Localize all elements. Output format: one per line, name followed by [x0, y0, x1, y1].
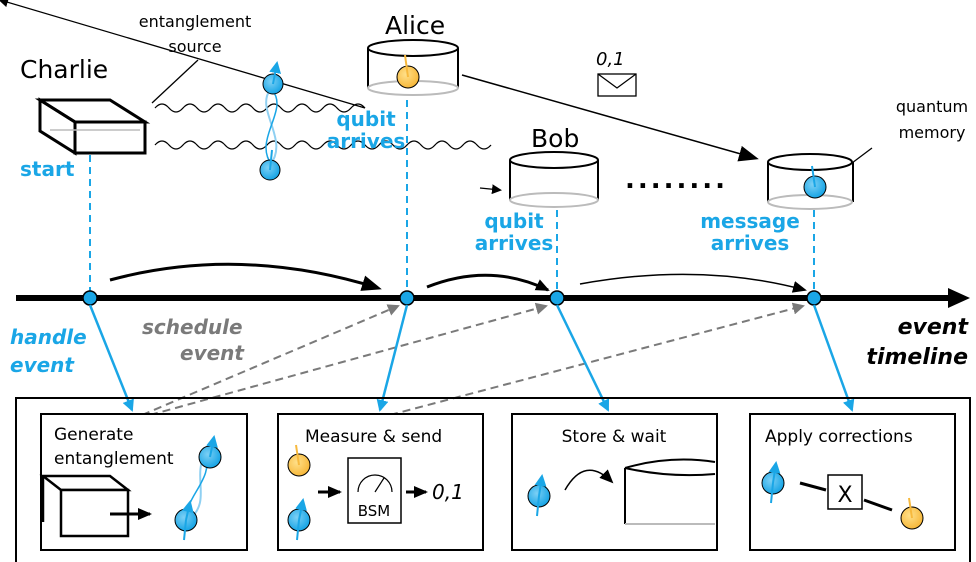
mini-source-box: [39, 474, 132, 538]
timeline-arrowhead: [948, 288, 970, 308]
photon-arrowhead-bob: [479, 184, 502, 195]
panel-store-title: Store & wait: [562, 427, 667, 447]
charlie-label: Charlie: [20, 55, 108, 84]
panel-generate-title-2: entanglement: [54, 449, 174, 469]
timeline-arc-2: [426, 273, 550, 292]
panel-measure-bits: 0,1: [432, 480, 464, 504]
schedule-event-label-2: event: [180, 341, 245, 365]
qubit-arrives-alice-1: qubit: [336, 107, 396, 131]
bob-label: Bob: [531, 124, 579, 153]
entanglement-source-pointer: [151, 59, 199, 104]
envelope-icon: [597, 73, 637, 97]
x-gate-icon: [827, 474, 863, 510]
message-arrives-2: arrives: [711, 231, 790, 255]
timeline-arc-1: [109, 262, 382, 291]
alice-label: Alice: [385, 11, 445, 40]
bsm-label: BSM: [358, 502, 391, 520]
panel-measure-title: Measure & send: [305, 427, 442, 447]
quantum-memory-label-1: quantum: [896, 97, 968, 116]
event-timeline-label-1: event: [898, 315, 970, 340]
quantum-memory-label-2: memory: [899, 123, 966, 142]
panel-store-wait: Store & wait: [511, 413, 718, 551]
bob-memory-icon: [509, 151, 599, 208]
panel-apply-title: Apply corrections: [765, 427, 913, 447]
timeline-arc-3: [579, 273, 807, 293]
entanglement-source-label-1: entanglement: [139, 12, 252, 31]
handle-event-arrows: [88, 304, 855, 412]
qubit-arrives-bob-1: qubit: [484, 209, 544, 233]
panel-measure-send: Measure & send BSM 0,1: [277, 413, 484, 551]
message-bits: 0,1: [596, 49, 625, 70]
panel-generate-entanglement: Generate entanglement: [39, 413, 248, 551]
event-timeline-label-2: timeline: [866, 345, 968, 370]
qubit-arrives-alice-2: arrives: [327, 129, 406, 153]
message-arrow: [461, 74, 759, 162]
schedule-event-label-1: schedule: [142, 315, 243, 339]
panel-generate-title-1: Generate: [54, 425, 133, 445]
entanglement-source-label-2: source: [168, 37, 221, 56]
entangled-pair-icon: [259, 61, 284, 181]
handlers-container: [15, 397, 971, 562]
handle-event-label-1: handle: [10, 325, 87, 349]
x-gate-label: X: [837, 483, 852, 508]
quantum-memory-icon: [767, 153, 854, 210]
handle-event-label-2: event: [10, 353, 75, 377]
event-dashed-connectors: [89, 100, 815, 292]
quantum-memory-pointer: [851, 147, 873, 164]
photon-path-to-alice: [0, 0, 366, 113]
timeline-event-nodes: [82, 290, 822, 306]
alice-memory-icon: [367, 39, 459, 96]
start-label: start: [20, 157, 75, 181]
ellipsis-dots: ........: [625, 165, 728, 195]
bsm-device-icon: [347, 457, 402, 524]
charlie-source-box: [34, 97, 151, 156]
schedule-event-arrows: [141, 302, 805, 416]
qubit-arrives-bob-2: arrives: [475, 231, 554, 255]
photon-path-to-bob: [154, 140, 492, 150]
message-arrives-1: message: [700, 209, 800, 233]
panel-apply-corrections: Apply corrections X: [749, 413, 956, 551]
